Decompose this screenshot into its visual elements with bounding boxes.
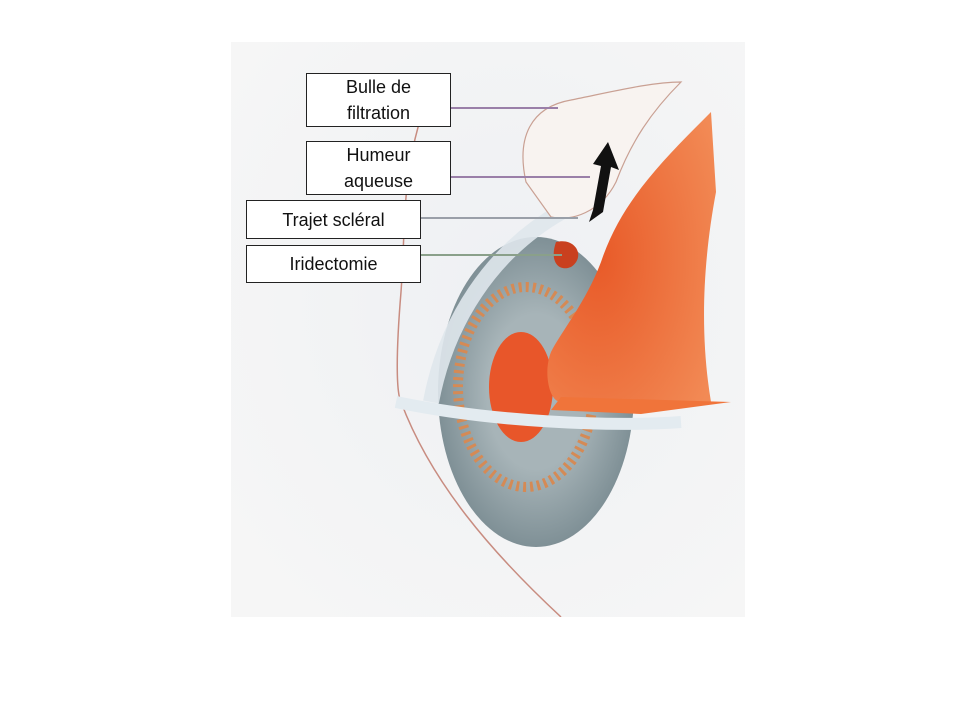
eye-surgery-illustration	[231, 42, 745, 617]
scleral-flap	[547, 112, 716, 402]
label-humeur-aqueuse: Humeur aqueuse	[306, 141, 451, 195]
label-bulle-de-filtration: Bulle de filtration	[306, 73, 451, 127]
iridectomy-site	[553, 241, 579, 269]
conjunctival-flap	[551, 397, 731, 414]
label-iridectomie: Iridectomie	[246, 245, 421, 283]
label-text: Iridectomie	[289, 254, 378, 274]
aqueous-flow-arrow	[589, 142, 619, 222]
label-line: Humeur	[346, 145, 411, 165]
label-trajet-scleral: Trajet scléral	[246, 200, 421, 239]
conjunctiva-outline	[396, 101, 562, 617]
label-text: Trajet scléral	[282, 209, 385, 230]
label-line: aqueuse	[343, 171, 414, 191]
label-line: Bulle de	[345, 77, 412, 97]
limbus-band	[394, 396, 682, 430]
cornea-band	[423, 205, 565, 404]
label-line: filtration	[346, 103, 411, 123]
